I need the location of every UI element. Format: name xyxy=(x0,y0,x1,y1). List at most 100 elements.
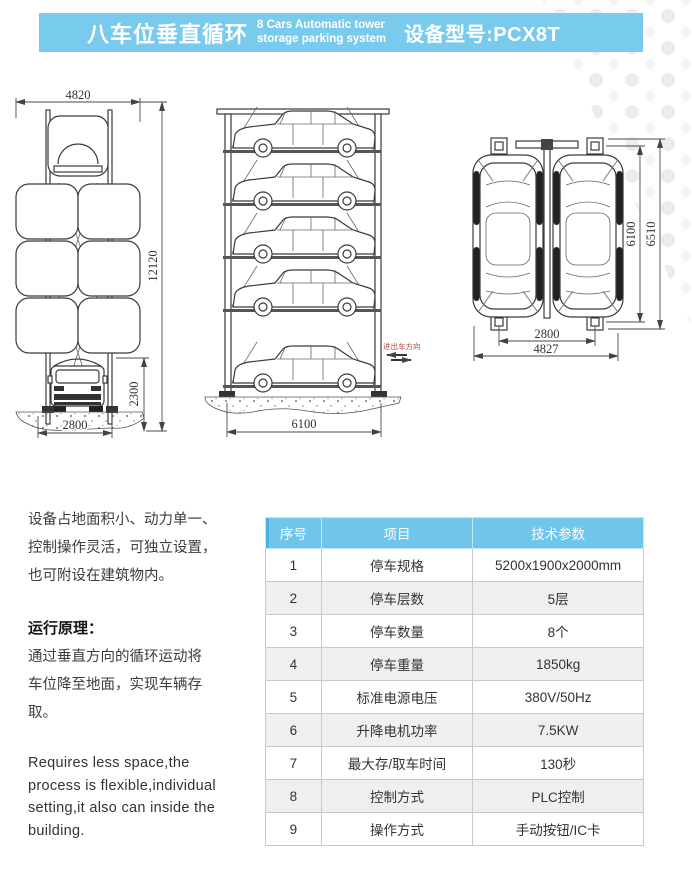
dim-label-6100-top: 6100 xyxy=(624,222,638,247)
product-title-en-line2: storage parking system xyxy=(257,32,387,45)
principle-heading: 运行原理： xyxy=(28,620,104,637)
english-line: process is flexible,individual xyxy=(28,777,216,794)
dimension-width-top: 4820 xyxy=(15,88,141,122)
header-banner: 八车位垂直循环 8 Cars Automatic tower storage p… xyxy=(39,13,643,52)
table-row: 3 停车数量 8个 xyxy=(265,614,644,648)
cell-value: 1850kg xyxy=(472,647,644,681)
table-row: 9 操作方式 手动按钮/IC卡 xyxy=(265,812,644,846)
english-line: Requires less space,the xyxy=(28,755,190,771)
table-row: 6 升降电机功率 7.5KW xyxy=(265,713,644,747)
principle-line: 通过垂直方向的循环运动将 xyxy=(28,649,202,665)
cell-no: 4 xyxy=(265,647,322,681)
principle-line: 取。 xyxy=(28,705,57,721)
english-line: building. xyxy=(28,822,85,839)
product-title-en: 8 Cars Automatic tower storage parking s… xyxy=(257,19,386,46)
dim-label-4827: 4827 xyxy=(534,342,559,356)
cell-item: 控制方式 xyxy=(320,779,474,813)
cell-value: 380V/50Hz xyxy=(472,680,644,714)
product-title-en-line1: 8 Cars Automatic tower xyxy=(257,18,386,31)
cell-item: 升降电机功率 xyxy=(320,713,474,747)
direction-label: 进出车方向 xyxy=(383,341,421,351)
principle-paragraph: 通过垂直方向的循环运动将 车位降至地面，实现车辆存 取。 xyxy=(28,643,260,727)
table-row: 1 停车规格 5200x1900x2000mm xyxy=(265,548,644,582)
cell-item: 停车数量 xyxy=(320,614,474,648)
cradle xyxy=(77,297,141,354)
col-header-index: 序号 xyxy=(265,517,322,549)
cell-value: 手动按钮/IC卡 xyxy=(472,812,644,846)
dimension-width-inner: 2800 xyxy=(498,326,596,346)
cell-value: 5层 xyxy=(472,581,644,615)
top-cradle xyxy=(47,115,109,177)
car-side-level-1 xyxy=(222,341,382,393)
car-front-view xyxy=(47,358,108,412)
table-row: 2 停车层数 5层 xyxy=(265,581,644,615)
dim-label-12120: 12120 xyxy=(146,250,160,281)
product-title-cn: 八车位垂直循环 xyxy=(87,21,249,47)
front-tower-structure xyxy=(15,109,141,425)
model-number: 设备型号:PCX8T xyxy=(404,24,561,46)
dimension-length-outer: 6510 xyxy=(608,138,665,330)
intro-line: 设备占地面积小、动力单一、 xyxy=(28,512,217,528)
cell-item: 最大存/取车时间 xyxy=(320,746,474,780)
cell-value: 7.5KW xyxy=(472,713,644,747)
cradle xyxy=(77,183,141,240)
cell-value: PLC控制 xyxy=(472,779,644,813)
dimension-height-total: 12120 xyxy=(140,101,167,432)
cell-value: 5200x1900x2000mm xyxy=(472,548,644,582)
table-row: 4 停车重量 1850kg xyxy=(265,647,644,681)
table-header-row: 序号 项目 技术参数 xyxy=(265,517,644,549)
car-top-left xyxy=(472,154,544,318)
dim-label-2300: 2300 xyxy=(127,382,141,407)
dim-label-6100-side: 6100 xyxy=(292,417,317,431)
dim-label-6510: 6510 xyxy=(644,222,658,247)
dimension-length-inner: 6100 xyxy=(606,145,645,323)
dimension-width-side: 6100 xyxy=(226,403,382,437)
cell-item: 停车重量 xyxy=(320,647,474,681)
entry-exit-direction: 进出车方向 xyxy=(383,341,421,363)
english-line: setting,it also can inside the xyxy=(28,800,216,816)
cell-no: 7 xyxy=(265,746,322,780)
table-row: 8 控制方式 PLC控制 xyxy=(265,779,644,813)
top-view-diagram: 6100 6510 2800 4827 xyxy=(472,137,665,361)
car-side-level-3 xyxy=(222,212,382,264)
intro-line: 控制操作灵活，可独立设置， xyxy=(28,540,217,556)
dimension-height-entry: 2300 xyxy=(116,357,149,432)
dim-label-2800: 2800 xyxy=(63,418,88,432)
cell-value: 8个 xyxy=(472,614,644,648)
cell-no: 2 xyxy=(265,581,322,615)
cell-no: 9 xyxy=(265,812,322,846)
dim-label-2800-top: 2800 xyxy=(535,327,560,341)
cell-item: 操作方式 xyxy=(320,812,474,846)
cell-item: 标准电源电压 xyxy=(320,680,474,714)
ground-side xyxy=(204,391,402,414)
car-side-level-2 xyxy=(222,265,382,317)
dimension-width-entry: 2800 xyxy=(37,416,113,438)
car-side-level-4 xyxy=(222,159,382,211)
cell-no: 6 xyxy=(265,713,322,747)
principle-line: 车位降至地面，实现车辆存 xyxy=(28,677,202,693)
car-top-right xyxy=(552,154,624,318)
intro-paragraph: 设备占地面积小、动力单一、 控制操作灵活，可独立设置， 也可附设在建筑物内。 xyxy=(28,506,260,590)
spec-table: 序号 项目 技术参数 1 停车规格 5200x1900x2000mm 2 停车层… xyxy=(265,517,644,846)
cell-no: 8 xyxy=(265,779,322,813)
front-view-diagram: 4820 xyxy=(15,88,167,438)
cell-no: 5 xyxy=(265,680,322,714)
english-paragraph: Requires less space,the process is flexi… xyxy=(28,752,260,842)
cradle xyxy=(15,240,79,297)
cell-no: 3 xyxy=(265,614,322,648)
cradle xyxy=(15,183,79,240)
cell-item: 停车规格 xyxy=(320,548,474,582)
dim-label-4820: 4820 xyxy=(66,88,91,102)
intro-line: 也可附设在建筑物内。 xyxy=(28,568,173,584)
cell-no: 1 xyxy=(265,548,322,582)
table-row: 5 标准电源电压 380V/50Hz xyxy=(265,680,644,714)
cradle xyxy=(15,297,79,354)
col-header-item: 项目 xyxy=(320,517,474,549)
table-row: 7 最大存/取车时间 130秒 xyxy=(265,746,644,780)
cell-item: 停车层数 xyxy=(320,581,474,615)
cradle xyxy=(77,240,141,297)
side-view-diagram: 进出车方向 6100 xyxy=(204,106,421,437)
col-header-spec: 技术参数 xyxy=(472,517,644,549)
cell-value: 130秒 xyxy=(472,746,644,780)
